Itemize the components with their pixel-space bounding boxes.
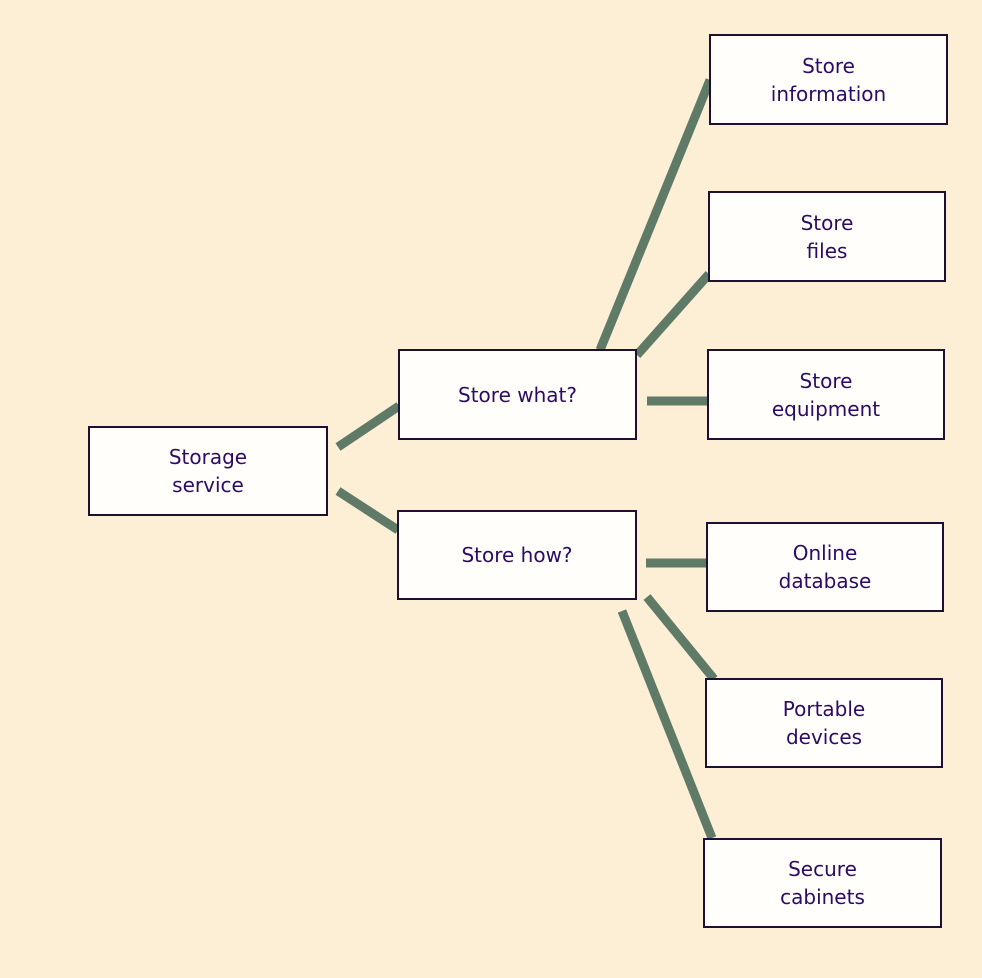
node-store-how: Store how? [397,510,637,600]
node-store-what: Store what? [398,349,637,440]
node-label: Store information [770,53,887,106]
node-portable-devices: Portable devices [705,678,943,768]
connector-how-devices [643,594,718,682]
node-label: Online database [778,541,872,593]
node-store-equipment: Store equipment [707,349,945,440]
connector-what-files [633,271,713,358]
node-label: Store how? [461,543,573,567]
node-label: Storage service [168,445,248,497]
connector-how-cabinets [617,609,717,840]
node-online-database: Online database [706,522,944,612]
connector-what-information [595,78,715,352]
connector-root-how [335,487,401,534]
node-storage-service: Storage service [88,426,328,516]
node-label: Secure cabinets [780,857,865,909]
node-store-files: Store files [708,191,946,282]
node-label: Store what? [458,382,577,407]
node-label: Portable devices [782,697,866,749]
node-label: Store equipment [771,368,881,421]
node-store-information: Store information [709,34,948,125]
node-secure-cabinets: Secure cabinets [703,838,942,928]
connector-root-what [335,402,402,451]
node-label: Store files [800,210,854,263]
